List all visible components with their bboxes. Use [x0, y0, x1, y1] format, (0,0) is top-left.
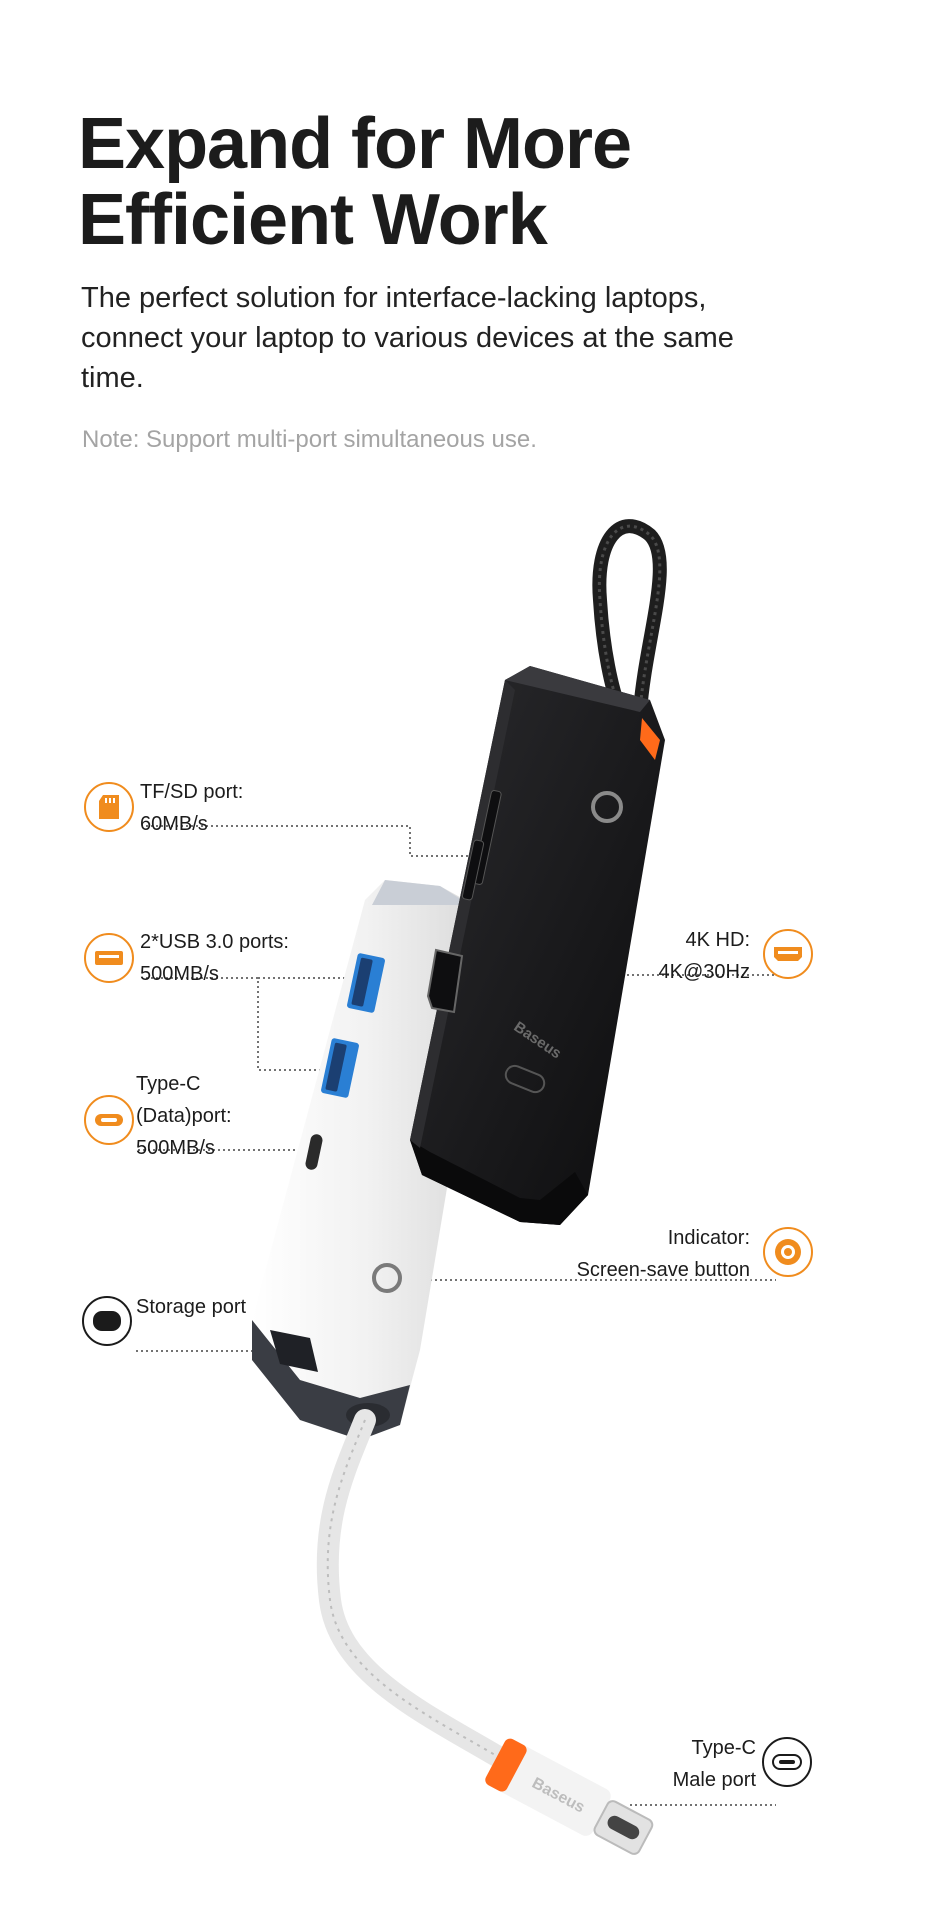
typec-male-title: Type-C [691, 1737, 756, 1759]
storage-title: Storage port [136, 1296, 247, 1318]
black-hub-indicator [591, 791, 623, 823]
tfsd-callout: TF/SD port: 60MB/s [140, 776, 243, 840]
indicator-button-icon [763, 1227, 813, 1277]
tf-slot [461, 839, 485, 901]
usb-c-plug-icon [762, 1737, 812, 1787]
subtitle: The perfect solution for interface-lacki… [81, 282, 734, 394]
typec-data-detail: 500MB/s [136, 1137, 215, 1159]
storage-callout: Storage port [136, 1291, 246, 1323]
headline: Expand for More Efficient Work [78, 106, 898, 258]
typec-male-callout: Type-C Male port [673, 1732, 756, 1796]
white-hub [252, 880, 490, 1440]
usb-detail: 500MB/s [140, 963, 219, 985]
usb-c-port-icon [84, 1095, 134, 1145]
typec-data-title-1: Type-C [136, 1073, 201, 1095]
indicator-detail: Screen-save button [576, 1259, 750, 1281]
note: Note: Support multi-port simultaneous us… [82, 426, 537, 453]
type-c-male-plug: Baseus [485, 1738, 654, 1855]
sd-card-icon [84, 782, 134, 832]
headline-line-2: Efficient Work [78, 180, 548, 260]
indicator-title: Indicator: [667, 1227, 750, 1249]
black-hub-cable [592, 519, 667, 719]
typec-data-callout: Type-C (Data)port: 500MB/s [136, 1068, 232, 1164]
usb-callout: 2*USB 3.0 ports: 500MB/s [140, 926, 289, 990]
hdmi-detail: 4K@30Hz [658, 961, 750, 983]
storage-port-icon [82, 1296, 132, 1346]
hdmi-port [426, 948, 464, 1014]
tfsd-title: TF/SD port: [140, 781, 244, 803]
tfsd-detail: 60MB/s [140, 813, 208, 835]
white-hub-storage-port [270, 1330, 318, 1372]
typec-male-detail: Male port [672, 1769, 756, 1791]
hdmi-callout: 4K HD: 4K@30Hz [659, 924, 750, 988]
white-hub-indicator [372, 1263, 402, 1293]
usb-title: 2*USB 3.0 ports: [140, 931, 289, 953]
indicator-callout: Indicator: Screen-save button [577, 1222, 750, 1286]
white-hub-cable [316, 1409, 531, 1781]
usb-a-port-icon [84, 933, 134, 983]
hdmi-title: 4K HD: [685, 929, 750, 951]
typec-data-title-2: (Data)port: [136, 1105, 232, 1127]
type-c-data-port [305, 1134, 323, 1170]
black-hub: Baseus [410, 666, 665, 1225]
headline-line-1: Expand for More [78, 104, 632, 184]
hdmi-port-icon [763, 929, 813, 979]
